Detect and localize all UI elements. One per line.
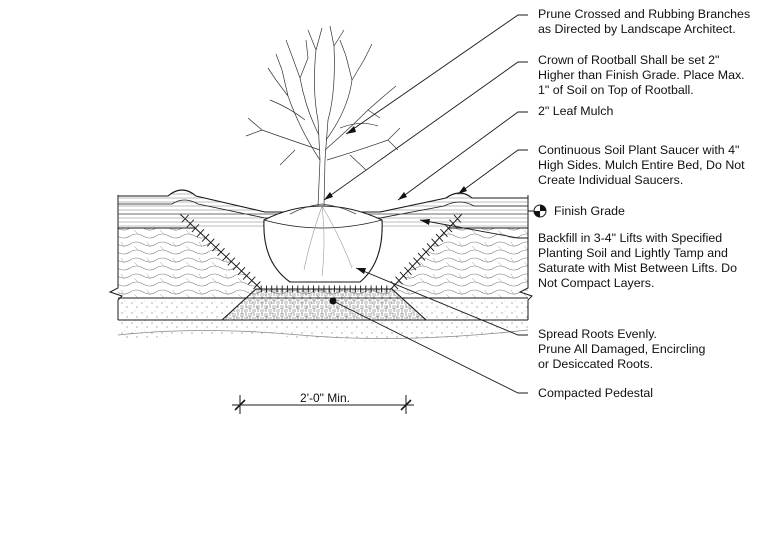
note-backfill-line-1: Backfill in 3-4" Lifts with Specified [538, 231, 723, 245]
leader-mulch [397, 111, 528, 201]
note-saucer-line-3: Create Individual Saucers. [538, 173, 684, 187]
note-roots-line-1: Spread Roots Evenly. [538, 327, 657, 341]
note-backfill-line-3: Saturate with Mist Between Lifts. Do [538, 261, 738, 275]
finish-grade-label: Finish Grade [554, 204, 625, 218]
note-crown-line-1: Crown of Rootball Shall be set 2" [538, 53, 720, 67]
note-mulch: 2" Leaf Mulch [538, 104, 613, 119]
leader-prune [345, 14, 528, 135]
note-saucer: Continuous Soil Plant Saucer with 4" Hig… [538, 143, 745, 188]
note-prune-line-2: as Directed by Landscape Architect. [538, 22, 736, 36]
note-backfill: Backfill in 3-4" Lifts with Specified Pl… [538, 231, 737, 291]
leader-crown [323, 61, 528, 201]
leader-lines [323, 14, 528, 394]
note-prune-line-1: Prune Crossed and Rubbing Branches [538, 7, 751, 21]
note-backfill-line-2: Planting Soil and Lightly Tamp and [538, 246, 728, 260]
note-prune: Prune Crossed and Rubbing Branches as Di… [538, 7, 750, 37]
note-saucer-line-1: Continuous Soil Plant Saucer with 4" [538, 143, 740, 157]
note-crown: Crown of Rootball Shall be set 2" Higher… [538, 53, 745, 98]
finish-grade-symbol [528, 204, 547, 218]
tree-illustration [245, 25, 401, 207]
note-roots: Spread Roots Evenly. Prune All Damaged, … [538, 327, 705, 372]
note-roots-line-2: Prune All Damaged, Encircling [538, 342, 706, 356]
dimension-label: 2'-0" Min. [300, 391, 350, 405]
note-crown-line-2: Higher than Finish Grade. Place Max. [538, 68, 745, 82]
dimension-line [232, 395, 414, 414]
note-backfill-line-4: Not Compact Layers. [538, 276, 655, 290]
note-pedestal-line-1: Compacted Pedestal [538, 386, 654, 400]
rootball [263, 203, 383, 283]
leader-backfill [419, 219, 528, 239]
leader-saucer [457, 149, 528, 195]
leader-roots [355, 267, 528, 336]
compacted-pedestal [220, 285, 428, 321]
note-pedestal: Compacted Pedestal [538, 386, 653, 401]
leader-pedestal [332, 300, 528, 394]
note-mulch-line-1: 2" Leaf Mulch [538, 104, 614, 118]
leader-arrowheads [324, 126, 467, 274]
note-crown-line-3: 1" of Soil on Top of Rootball. [538, 83, 694, 97]
note-saucer-line-2: High Sides. Mulch Entire Bed, Do Not [538, 158, 745, 172]
note-roots-line-3: or Desiccated Roots. [538, 357, 654, 371]
